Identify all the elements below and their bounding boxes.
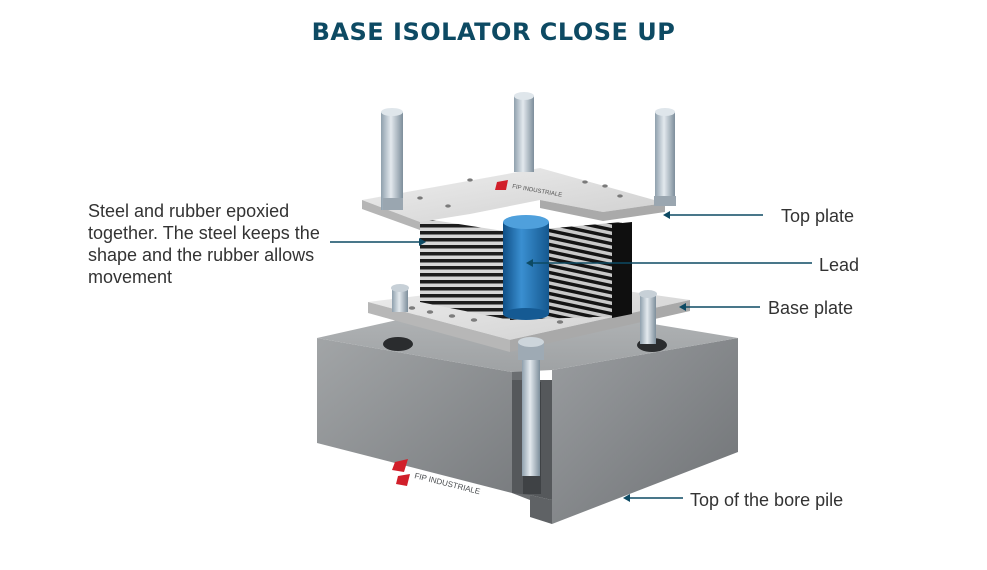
label-steel-rubber: Steel and rubber epoxied together. The s… [88,201,320,287]
label-top-plate: Top plate [781,206,855,226]
diagram-title: BASE ISOLATOR CLOSE UP [311,18,676,46]
anchor-bolts [381,92,676,476]
lead-core [503,215,549,320]
label-lead: Lead [819,255,860,275]
label-base-plate: Base plate [768,298,854,318]
label-bore-pile: Top of the bore pile [690,490,844,510]
top-plate: FIP INDUSTRIALE [362,168,665,230]
